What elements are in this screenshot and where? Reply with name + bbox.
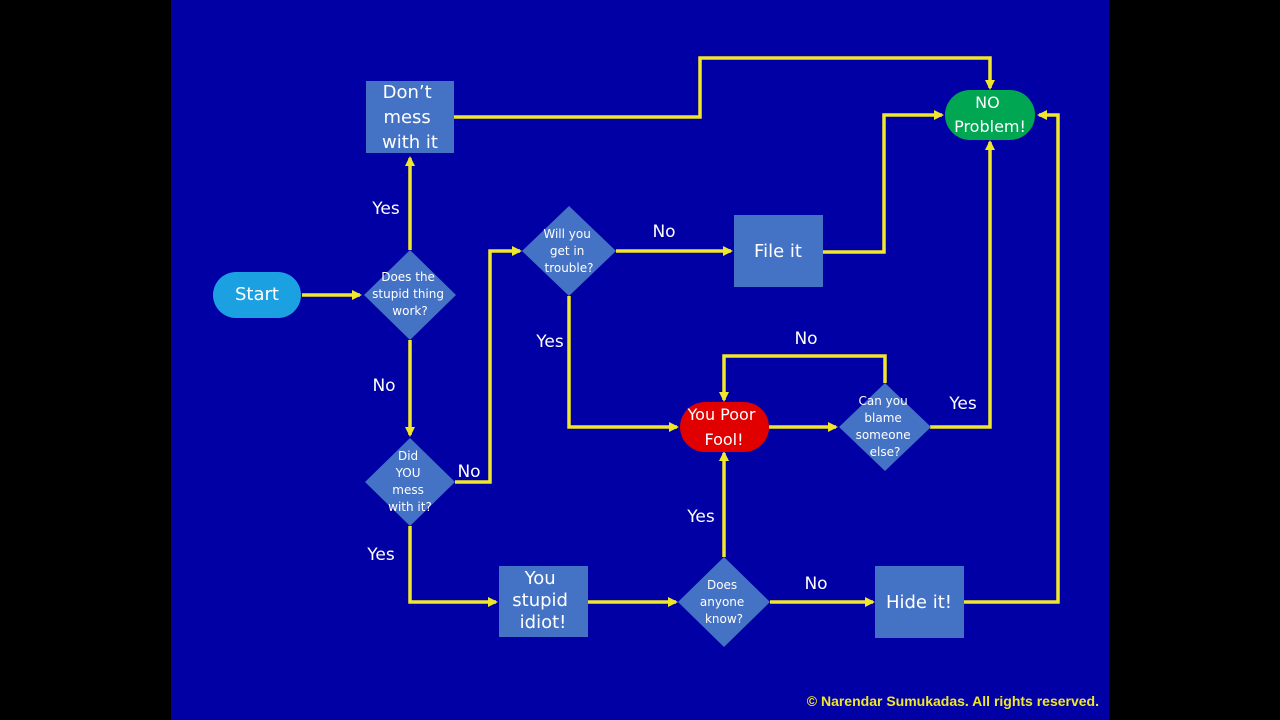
- start-terminator: [213, 272, 301, 318]
- node-file-it: File it: [734, 215, 823, 287]
- terminator-no-problem: [945, 90, 1035, 140]
- edge-label-mess-no: No: [457, 462, 480, 482]
- nodes: Start Does the stupid thing work? Don’t …: [213, 81, 1035, 647]
- node-dont-mess: Don’t mess with it: [366, 81, 454, 153]
- node-trouble-text: Will you get in trouble?: [543, 227, 594, 275]
- node-anyone-know: Does anyone know?: [678, 557, 770, 647]
- node-hide-it-text: Hide it!: [886, 592, 952, 613]
- connector-dont-mess-to-no-problem: [454, 56, 995, 119]
- edge-label-know-no: No: [804, 574, 827, 594]
- node-dont-mess-text: Don’t mess with it: [382, 82, 438, 153]
- process-box-hide-it: [875, 566, 964, 638]
- decision-diamond-trouble: [522, 206, 616, 296]
- edge-label-mess-yes: Yes: [366, 545, 395, 565]
- decision-diamond-did-you-mess: [365, 438, 455, 526]
- copyright-notice: © Narendar Sumukadas. All rights reserve…: [807, 693, 1099, 709]
- node-blame-text: Can you blame someone else?: [856, 394, 915, 459]
- node-stupid-thing-works: Does the stupid thing work?: [364, 250, 456, 340]
- node-poor-fool: You Poor Fool!: [680, 402, 769, 452]
- edge-labels: Yes No No Yes No Yes No Yes Yes No: [366, 199, 977, 594]
- node-start-text: Start: [235, 284, 279, 305]
- node-stupid-idiot-text: You stupid idiot!: [512, 568, 573, 633]
- connector-blame-to-poor-fool: [719, 354, 887, 402]
- decision-diamond-blame: [839, 383, 931, 471]
- edge-label-blame-no: No: [794, 329, 817, 349]
- connector-hide-it-to-no-problem: [963, 110, 1060, 604]
- node-get-in-trouble: Will you get in trouble?: [522, 206, 616, 296]
- edge-label-blame-yes: Yes: [948, 394, 977, 414]
- connector-trouble-to-poor-fool: [567, 296, 679, 432]
- connector-blame-to-no-problem: [930, 140, 995, 429]
- node-stupid-thing-text: Does the stupid thing work?: [372, 270, 448, 318]
- decision-diamond-anyone-know: [678, 557, 770, 647]
- node-hide-it: Hide it!: [875, 566, 964, 638]
- node-start: Start: [213, 272, 301, 318]
- node-no-problem: NO Problem!: [945, 90, 1035, 140]
- decision-diamond-stupid-thing: [364, 250, 456, 340]
- edge-label-work-no: No: [372, 376, 395, 396]
- node-file-it-text: File it: [754, 241, 802, 262]
- process-box-dont-mess: [366, 81, 454, 153]
- node-stupid-idiot: You stupid idiot!: [499, 566, 588, 637]
- node-blame-someone: Can you blame someone else?: [839, 383, 931, 471]
- node-poor-fool-text: You Poor Fool!: [687, 405, 761, 449]
- edge-label-work-yes: Yes: [371, 199, 400, 219]
- connector-did-you-mess-to-trouble: [455, 246, 522, 484]
- connector-did-you-mess-to-stupid-idiot: [408, 526, 498, 607]
- edge-label-trouble-no: No: [652, 222, 675, 242]
- process-box-stupid-idiot: [499, 566, 588, 637]
- connectors: [302, 56, 1060, 607]
- connector-file-it-to-no-problem: [823, 110, 944, 254]
- edge-label-trouble-yes: Yes: [535, 332, 564, 352]
- process-box-file-it: [734, 215, 823, 287]
- terminator-poor-fool: [680, 402, 769, 452]
- node-did-you-mess-text: Did YOU mess with it?: [388, 449, 432, 514]
- node-did-you-mess: Did YOU mess with it?: [365, 438, 455, 526]
- edge-label-know-yes: Yes: [686, 507, 715, 527]
- node-no-problem-text: NO Problem!: [954, 93, 1026, 136]
- node-anyone-know-text: Does anyone know?: [700, 578, 748, 626]
